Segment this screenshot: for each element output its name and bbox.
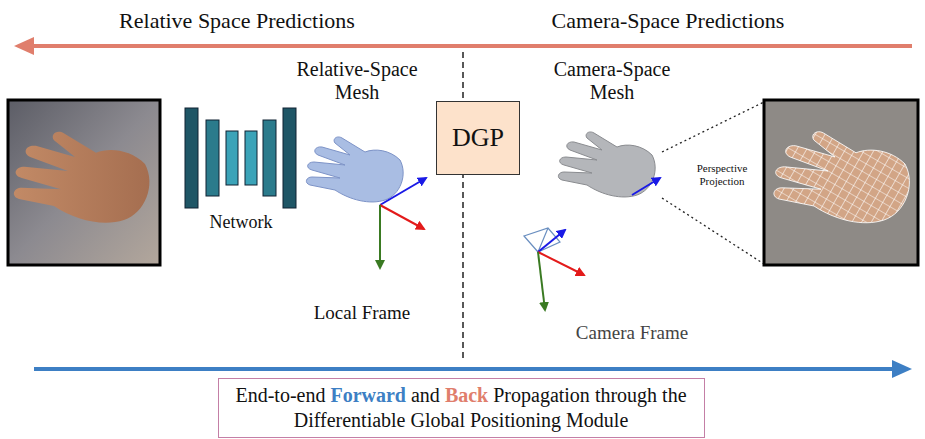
word: Module xyxy=(566,409,628,431)
word: End-to-end xyxy=(235,384,325,406)
word-space xyxy=(406,409,411,431)
word: and xyxy=(411,384,440,406)
step-label: Perspective Projection xyxy=(682,162,762,187)
frame-label: Camera Frame xyxy=(552,322,712,344)
word-space xyxy=(488,384,493,406)
word: Back xyxy=(445,384,488,406)
frame-label: Local Frame xyxy=(282,302,442,324)
mesh-label: Camera-Space Mesh xyxy=(542,58,682,104)
word: Global xyxy=(411,409,465,431)
section-heading: Relative Space Predictions xyxy=(87,8,387,33)
caption-text: End-to-end Forward and Back Propagation … xyxy=(219,383,704,433)
word: the xyxy=(662,384,686,406)
caption-box: End-to-end Forward and Back Propagation … xyxy=(218,378,705,438)
word: Differentiable xyxy=(294,409,406,431)
word-space xyxy=(440,384,445,406)
word: DGP xyxy=(452,123,504,152)
word-space xyxy=(406,384,411,406)
section-heading: Camera-Space Predictions xyxy=(518,8,818,33)
word: Positioning xyxy=(470,409,561,431)
word-space xyxy=(325,384,330,406)
word: Forward xyxy=(330,384,406,406)
word-space xyxy=(657,384,662,406)
module-name: DGP xyxy=(452,122,504,155)
word-space xyxy=(590,384,595,406)
module-box: DGP xyxy=(436,101,520,175)
word-space xyxy=(465,409,470,431)
network-label: Network xyxy=(181,212,301,233)
word: Propagation xyxy=(493,384,590,406)
word-space xyxy=(561,409,566,431)
mesh-label: Relative-Space Mesh xyxy=(287,58,427,104)
word: through xyxy=(595,384,657,406)
